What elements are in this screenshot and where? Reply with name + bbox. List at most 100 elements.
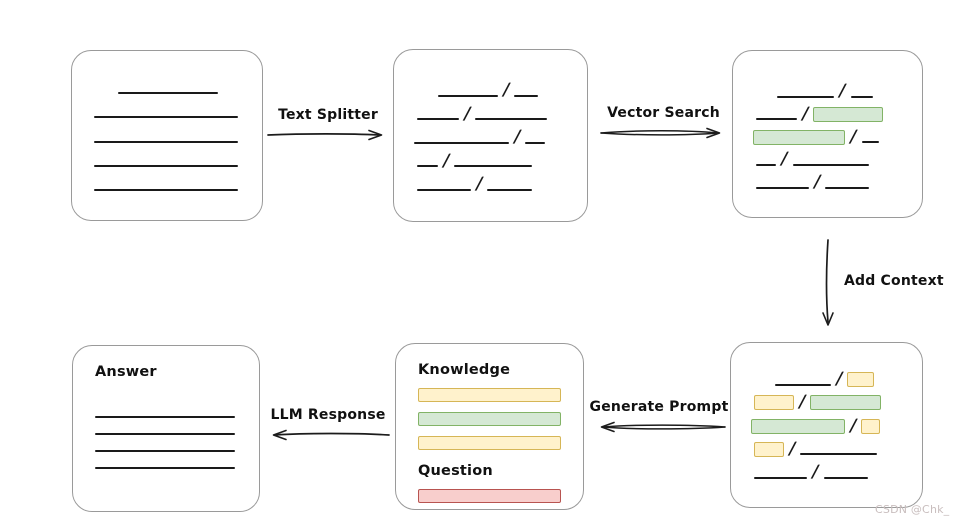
green-chunk-bar	[751, 418, 845, 434]
text-line	[475, 118, 548, 120]
chunk-row: /	[751, 369, 902, 389]
text-line	[417, 118, 460, 120]
vector-search-label: Vector Search	[607, 105, 720, 121]
slash-separator: /	[810, 462, 821, 482]
context-chunks-box: / / / / /	[730, 342, 923, 508]
down-arrow-icon	[822, 239, 834, 326]
text-line	[513, 94, 539, 97]
slash-separator: /	[786, 438, 798, 459]
right-arrow-icon	[267, 129, 383, 141]
document-lines	[94, 87, 238, 191]
text-line	[95, 433, 235, 435]
text-line	[417, 188, 472, 191]
text-line	[94, 116, 238, 119]
chunk-row: /	[414, 80, 567, 100]
slash-separator: /	[511, 127, 523, 147]
chunk-row: /	[753, 126, 902, 147]
chunk-row	[95, 445, 235, 452]
green-chunk-bar	[753, 129, 846, 145]
chunk-row: /	[414, 174, 567, 194]
slash-separator: /	[779, 149, 790, 170]
chunk-row: /	[414, 127, 567, 147]
context-chunk-rows: / / / / /	[751, 369, 902, 482]
slash-separator: /	[500, 80, 512, 100]
text-line	[799, 453, 877, 456]
chunk-row: /	[751, 462, 902, 482]
slash-separator: /	[811, 172, 822, 192]
llm-response-label: LLM Response	[270, 407, 386, 423]
red-prompt-bar	[418, 489, 561, 503]
generate-prompt-arrow-group: Generate Prompt	[589, 399, 729, 435]
text-line	[414, 141, 509, 144]
chunk-row: /	[751, 438, 902, 459]
text-line	[823, 476, 868, 479]
generate-prompt-label: Generate Prompt	[589, 399, 729, 415]
text-line	[525, 141, 545, 144]
yellow-prompt-bar	[418, 436, 561, 450]
chunk-row	[95, 462, 235, 469]
text-line	[94, 164, 238, 167]
text-line	[95, 416, 235, 418]
slash-separator: /	[847, 415, 859, 436]
slash-separator: /	[837, 81, 848, 101]
add-context-arrow-group: Add Context	[808, 233, 964, 333]
slash-separator: /	[441, 150, 452, 171]
slash-separator: /	[462, 103, 473, 124]
llm-response-arrow-group: LLM Response	[263, 407, 393, 443]
split-chunk-rows: / / / / /	[414, 80, 567, 194]
add-context-label: Add Context	[844, 273, 944, 289]
yellow-chunk-bar	[847, 372, 874, 387]
chunk-row	[94, 111, 238, 119]
left-arrow-icon	[272, 429, 390, 441]
text-line	[861, 141, 880, 143]
slash-separator: /	[796, 392, 808, 413]
green-chunk-bar	[813, 106, 884, 122]
source-document-box	[71, 50, 263, 221]
split-chunks-box: / / / / /	[393, 49, 588, 222]
text-splitter-arrow-group: Text Splitter	[264, 107, 392, 143]
yellow-prompt-bar	[418, 388, 561, 402]
matched-chunks-box: / / / / /	[732, 50, 923, 218]
green-chunk-bar	[810, 395, 882, 411]
chunk-row: /	[753, 103, 902, 124]
slash-separator: /	[833, 369, 845, 389]
chunk-row: /	[753, 149, 902, 170]
chunk-row	[94, 160, 238, 167]
slash-separator: /	[799, 103, 811, 124]
slash-separator: /	[848, 126, 859, 147]
chunk-row: /	[414, 150, 567, 171]
answer-box: Answer	[72, 345, 260, 512]
prompt-box: Knowledge Question	[395, 343, 584, 510]
knowledge-section-title: Knowledge	[418, 362, 511, 378]
text-line	[755, 163, 777, 166]
answer-lines	[95, 396, 235, 479]
text-line	[775, 383, 831, 386]
text-line	[755, 186, 809, 189]
chunk-row: /	[751, 415, 902, 436]
left-arrow-icon	[600, 421, 726, 433]
chunk-row: /	[753, 81, 902, 101]
question-section-title: Question	[418, 463, 493, 479]
text-line	[850, 95, 874, 98]
right-arrow-icon	[600, 127, 721, 139]
vector-search-arrow-group: Vector Search	[597, 105, 730, 141]
text-line	[487, 188, 533, 191]
text-line	[824, 186, 869, 189]
answer-title: Answer	[95, 364, 157, 380]
knowledge-bars	[418, 388, 561, 450]
text-line	[94, 189, 238, 191]
text-line	[754, 476, 808, 479]
text-line	[417, 165, 439, 167]
text-line	[95, 467, 235, 469]
chunk-row: /	[751, 392, 902, 413]
chunk-row: /	[414, 103, 567, 124]
text-line	[438, 94, 498, 97]
chunk-row: /	[753, 172, 902, 192]
text-line	[94, 140, 238, 143]
text-line	[95, 450, 235, 452]
text-line	[454, 165, 533, 167]
text-line	[792, 163, 869, 166]
chunk-row	[94, 136, 238, 143]
question-bars	[418, 489, 561, 503]
text-line	[118, 92, 218, 94]
